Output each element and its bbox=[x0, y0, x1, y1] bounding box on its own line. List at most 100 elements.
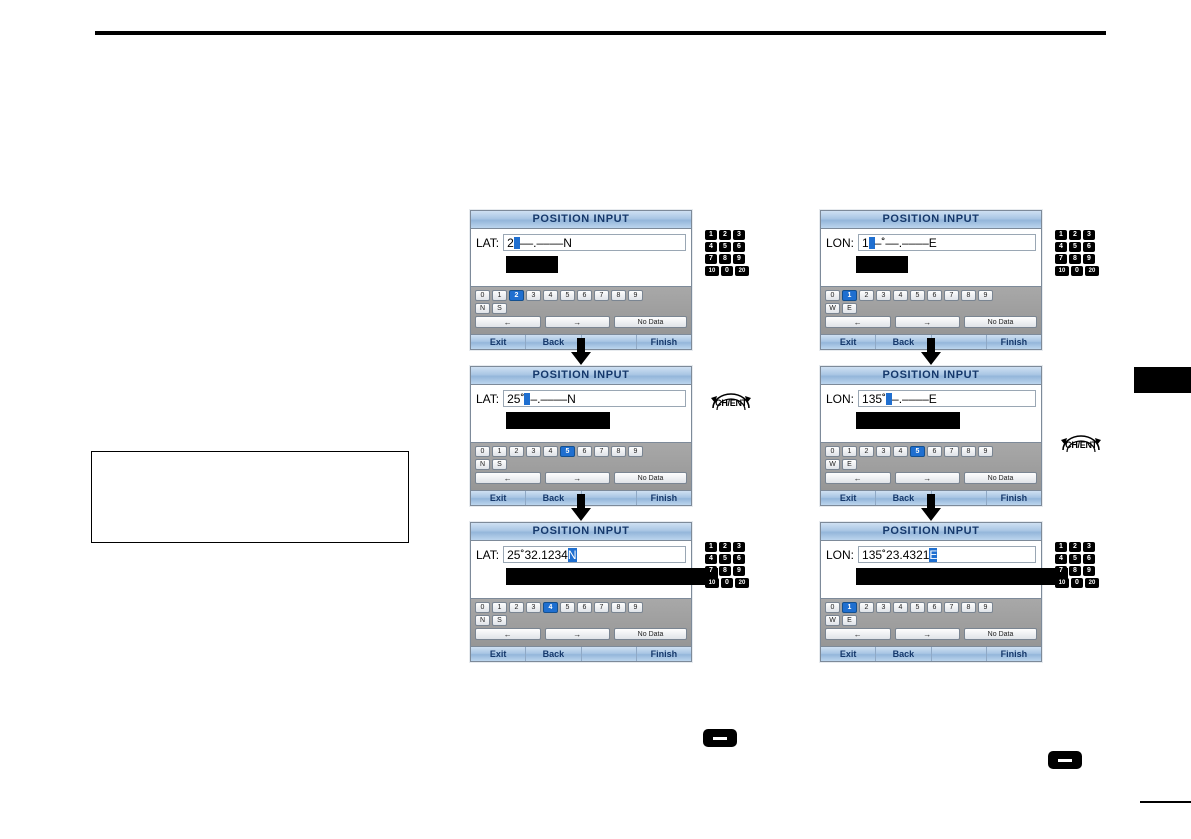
cursor-left-key[interactable]: ← bbox=[475, 316, 541, 328]
coordinate-input[interactable]: 25˚–.––––N bbox=[503, 390, 686, 407]
cursor-left-key[interactable]: ← bbox=[825, 472, 891, 484]
softkey-finish[interactable]: Finish bbox=[650, 649, 678, 659]
cursor-left-key[interactable]: ← bbox=[825, 628, 891, 640]
hemisphere-key-W[interactable]: W bbox=[825, 615, 840, 626]
digit-key-3[interactable]: 3 bbox=[526, 290, 541, 301]
digit-key-0[interactable]: 0 bbox=[475, 602, 490, 613]
digit-key-5[interactable]: 5 bbox=[910, 290, 925, 301]
cursor-right-key[interactable]: → bbox=[544, 628, 611, 640]
digit-key-7[interactable]: 7 bbox=[944, 602, 959, 613]
digit-key-4[interactable]: 4 bbox=[893, 602, 908, 613]
digit-key-0[interactable]: 0 bbox=[825, 446, 840, 457]
hemisphere-key-N[interactable]: N bbox=[475, 615, 490, 626]
digit-key-4[interactable]: 4 bbox=[543, 446, 558, 457]
hemisphere-key-S[interactable]: S bbox=[492, 303, 507, 314]
digit-key-3[interactable]: 3 bbox=[876, 446, 891, 457]
digit-key-8[interactable]: 8 bbox=[611, 446, 626, 457]
digit-key-6[interactable]: 6 bbox=[577, 446, 592, 457]
softkey-finish[interactable]: Finish bbox=[1000, 493, 1028, 503]
hemisphere-key-S[interactable]: S bbox=[492, 615, 507, 626]
softkey-finish[interactable]: Finish bbox=[650, 493, 678, 503]
digit-key-5[interactable]: 5 bbox=[910, 602, 925, 613]
no-data-key[interactable]: No Data bbox=[614, 472, 688, 484]
hemisphere-key-E[interactable]: E bbox=[842, 303, 857, 314]
softkey-exit[interactable]: Exit bbox=[821, 491, 877, 505]
softkey-exit[interactable]: Exit bbox=[471, 491, 527, 505]
digit-key-6[interactable]: 6 bbox=[577, 602, 592, 613]
softkey-back[interactable]: Back bbox=[526, 647, 582, 661]
softkey-finish[interactable]: Finish bbox=[1000, 649, 1028, 659]
digit-key-8[interactable]: 8 bbox=[611, 602, 626, 613]
no-data-key[interactable]: No Data bbox=[964, 316, 1038, 328]
hemisphere-key-S[interactable]: S bbox=[492, 459, 507, 470]
softkey-back[interactable]: Back bbox=[876, 647, 932, 661]
coordinate-input[interactable]: 1–˚––.––––E bbox=[858, 234, 1036, 251]
cursor-right-key[interactable]: → bbox=[544, 316, 611, 328]
digit-key-5[interactable]: 5 bbox=[910, 446, 925, 457]
digit-key-3[interactable]: 3 bbox=[526, 602, 541, 613]
digit-key-4[interactable]: 4 bbox=[543, 602, 558, 613]
coordinate-input[interactable]: 2––.––––N bbox=[503, 234, 686, 251]
cursor-right-key[interactable]: → bbox=[894, 472, 961, 484]
softkey-finish[interactable]: Finish bbox=[1000, 337, 1028, 347]
no-data-key[interactable]: No Data bbox=[614, 316, 688, 328]
hemisphere-key-E[interactable]: E bbox=[842, 615, 857, 626]
dash-key-right[interactable] bbox=[1048, 751, 1082, 769]
digit-key-4[interactable]: 4 bbox=[893, 446, 908, 457]
digit-key-1[interactable]: 1 bbox=[492, 290, 507, 301]
digit-key-9[interactable]: 9 bbox=[628, 602, 643, 613]
digit-key-9[interactable]: 9 bbox=[628, 446, 643, 457]
coordinate-input[interactable]: 135˚–.––––E bbox=[858, 390, 1036, 407]
digit-key-2[interactable]: 2 bbox=[859, 290, 874, 301]
no-data-key[interactable]: No Data bbox=[614, 628, 688, 640]
digit-key-7[interactable]: 7 bbox=[594, 446, 609, 457]
digit-key-8[interactable]: 8 bbox=[611, 290, 626, 301]
digit-key-7[interactable]: 7 bbox=[594, 602, 609, 613]
digit-key-6[interactable]: 6 bbox=[927, 602, 942, 613]
digit-key-7[interactable]: 7 bbox=[944, 290, 959, 301]
digit-key-3[interactable]: 3 bbox=[876, 602, 891, 613]
digit-key-0[interactable]: 0 bbox=[475, 446, 490, 457]
digit-key-9[interactable]: 9 bbox=[978, 290, 993, 301]
softkey-exit[interactable]: Exit bbox=[821, 647, 877, 661]
digit-key-6[interactable]: 6 bbox=[927, 290, 942, 301]
no-data-key[interactable]: No Data bbox=[964, 628, 1038, 640]
digit-key-0[interactable]: 0 bbox=[825, 290, 840, 301]
digit-key-1[interactable]: 1 bbox=[842, 290, 857, 301]
digit-key-1[interactable]: 1 bbox=[492, 602, 507, 613]
digit-key-8[interactable]: 8 bbox=[961, 290, 976, 301]
digit-key-6[interactable]: 6 bbox=[927, 446, 942, 457]
digit-key-0[interactable]: 0 bbox=[825, 602, 840, 613]
digit-key-6[interactable]: 6 bbox=[577, 290, 592, 301]
digit-key-4[interactable]: 4 bbox=[543, 290, 558, 301]
digit-key-1[interactable]: 1 bbox=[842, 446, 857, 457]
dash-key-center[interactable] bbox=[703, 729, 737, 747]
digit-key-2[interactable]: 2 bbox=[859, 446, 874, 457]
digit-key-3[interactable]: 3 bbox=[526, 446, 541, 457]
digit-key-5[interactable]: 5 bbox=[560, 290, 575, 301]
digit-key-2[interactable]: 2 bbox=[509, 602, 524, 613]
digit-key-7[interactable]: 7 bbox=[594, 290, 609, 301]
digit-key-9[interactable]: 9 bbox=[628, 290, 643, 301]
cursor-left-key[interactable]: ← bbox=[825, 316, 891, 328]
cursor-left-key[interactable]: ← bbox=[475, 628, 541, 640]
digit-key-8[interactable]: 8 bbox=[961, 602, 976, 613]
cursor-right-key[interactable]: → bbox=[894, 316, 961, 328]
softkey-exit[interactable]: Exit bbox=[471, 647, 527, 661]
digit-key-2[interactable]: 2 bbox=[509, 446, 524, 457]
coordinate-input[interactable]: 135˚23.4321E bbox=[858, 546, 1036, 563]
cursor-right-key[interactable]: → bbox=[544, 472, 611, 484]
digit-key-9[interactable]: 9 bbox=[978, 446, 993, 457]
digit-key-8[interactable]: 8 bbox=[961, 446, 976, 457]
hemisphere-key-N[interactable]: N bbox=[475, 459, 490, 470]
digit-key-2[interactable]: 2 bbox=[509, 290, 524, 301]
coordinate-input[interactable]: 25˚32.1234N bbox=[503, 546, 686, 563]
hemisphere-key-N[interactable]: N bbox=[475, 303, 490, 314]
softkey-exit[interactable]: Exit bbox=[821, 335, 877, 349]
digit-key-7[interactable]: 7 bbox=[944, 446, 959, 457]
hemisphere-key-E[interactable]: E bbox=[842, 459, 857, 470]
digit-key-0[interactable]: 0 bbox=[475, 290, 490, 301]
cursor-right-key[interactable]: → bbox=[894, 628, 961, 640]
no-data-key[interactable]: No Data bbox=[964, 472, 1038, 484]
cursor-left-key[interactable]: ← bbox=[475, 472, 541, 484]
